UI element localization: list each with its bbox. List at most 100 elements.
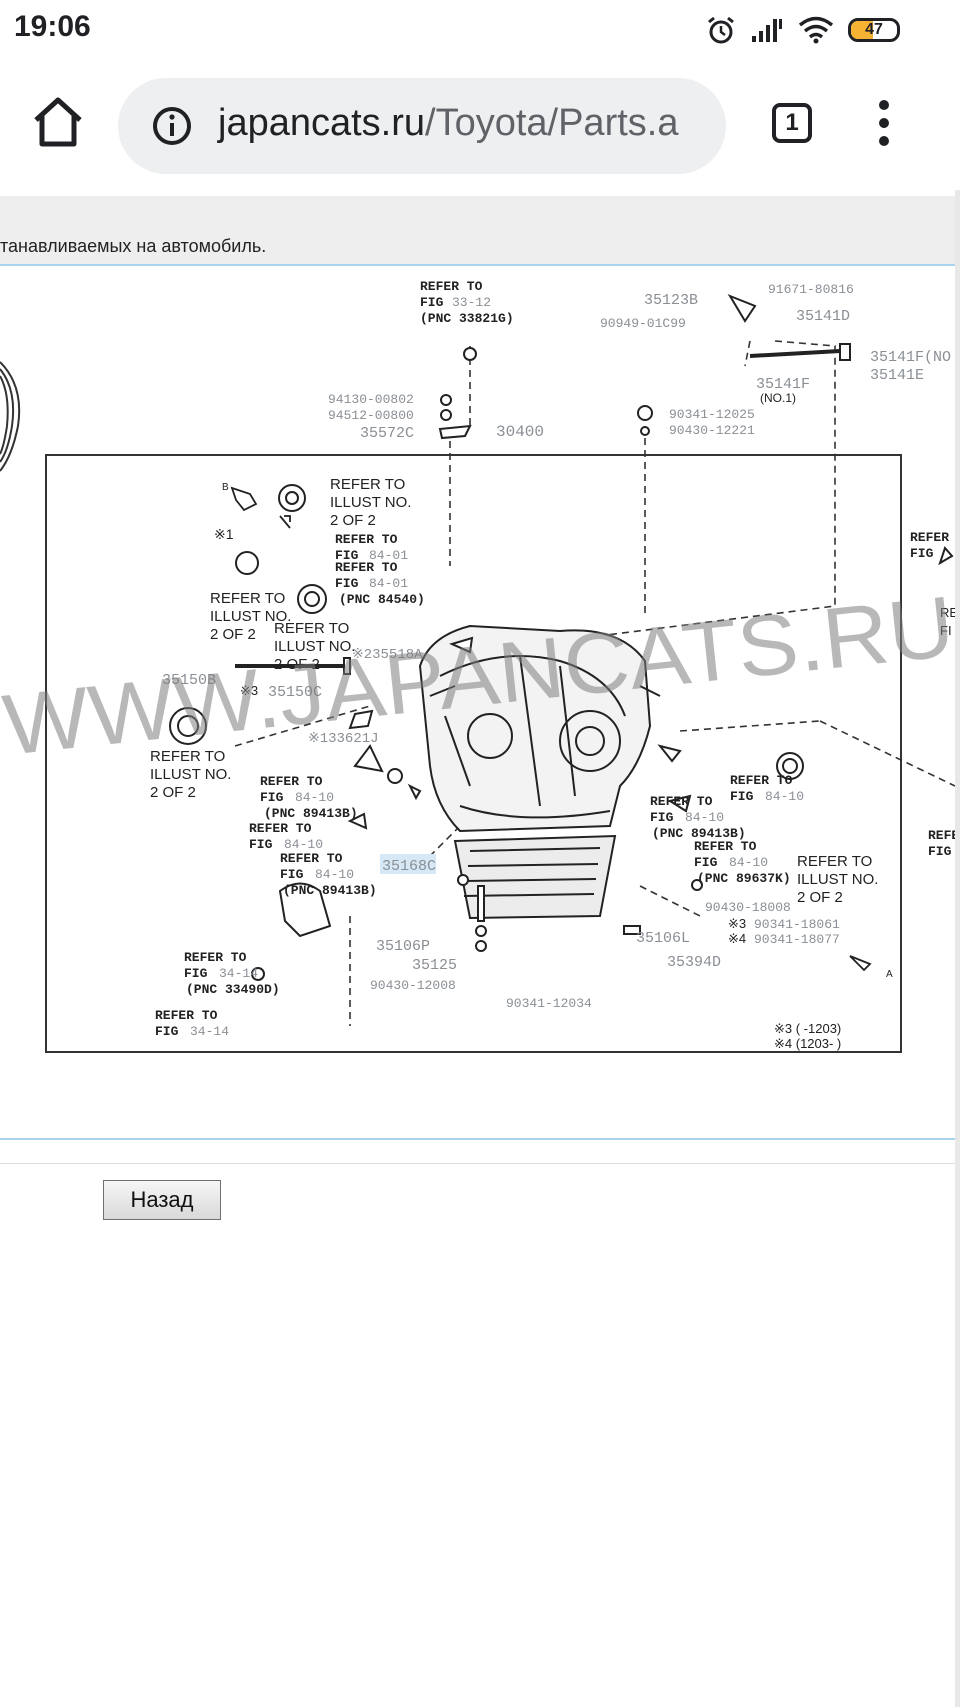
label-refer-partial-2: REFER <box>928 828 955 843</box>
part-91671-80816[interactable]: 91671-80816 <box>768 282 854 297</box>
label-pnc-89637k: (PNC 89637K) <box>697 871 791 886</box>
label-refer-partial-1: REFER <box>910 530 949 545</box>
label-mark3-b: ※3 <box>728 916 746 931</box>
overflow-menu-icon[interactable] <box>874 100 894 146</box>
part-35125[interactable]: 35125 <box>412 957 457 974</box>
part-90341-18077[interactable]: 90341-18077 <box>754 932 840 947</box>
part-35518a[interactable]: ※235518A <box>352 647 423 663</box>
label-8410-a[interactable]: 84-10 <box>295 790 334 805</box>
label-2of2-1: 2 OF 2 <box>330 512 376 529</box>
part-33621j[interactable]: ※133621J <box>308 731 379 747</box>
label-8410-e[interactable]: 84-10 <box>685 810 724 825</box>
label-refer-illust-1: REFER TO <box>330 476 405 493</box>
part-35123b[interactable]: 35123B <box>644 292 698 309</box>
tab-switcher-button[interactable]: 1 <box>772 103 812 143</box>
part-94512-00800[interactable]: 94512-00800 <box>328 408 414 423</box>
part-90430-12221[interactable]: 90430-12221 <box>669 423 755 438</box>
label-refer-illust-4: REFER TO <box>150 748 225 765</box>
content-separator <box>0 1138 955 1140</box>
part-90341-12034[interactable]: 90341-12034 <box>506 996 592 1011</box>
label-fig-8410-c: FIG <box>280 867 304 882</box>
part-35150c[interactable]: 35150C <box>268 684 322 701</box>
part-35168c-highlight <box>380 854 436 874</box>
url-host: japancats.ru <box>218 102 426 144</box>
label-pnc-89413b-a: (PNC 89413B) <box>264 806 358 821</box>
url-path: /Toyota/Parts.a <box>425 102 679 144</box>
page-header: танавливаемых на автомобиль. <box>0 196 955 266</box>
home-icon[interactable] <box>30 94 86 150</box>
part-94130-00802[interactable]: 94130-00802 <box>328 392 414 407</box>
url-text[interactable]: japancats.ru/Toyota/Parts.a <box>218 102 678 145</box>
label-re-partial: RE <box>940 605 955 620</box>
label-illust-no-5: ILLUST NO. <box>797 871 878 888</box>
part-35572c[interactable]: 35572C <box>360 425 414 442</box>
alarm-icon <box>708 16 734 44</box>
label-mark3-a: ※3 <box>240 683 258 698</box>
status-bar: 19:06 47 <box>0 0 960 62</box>
label-8410-b[interactable]: 84-10 <box>284 837 323 852</box>
part-35394d[interactable]: 35394D <box>667 954 721 971</box>
parts-diagram-svg: REFER TO FIG 33-12 (PNC 33821G) 91671-80… <box>0 279 955 1053</box>
label-pnc-33821g: (PNC 33821G) <box>420 311 514 326</box>
label-8410-f[interactable]: 84-10 <box>729 855 768 870</box>
part-90949-01c99[interactable]: 90949-01C99 <box>600 316 686 331</box>
part-35150b[interactable]: 35150B <box>162 672 216 689</box>
label-fig-partial-2: FIG <box>928 844 952 859</box>
part-35141e[interactable]: 35141E <box>870 367 924 384</box>
label-range-3: ※3 ( -1203) <box>774 1021 841 1036</box>
info-icon[interactable] <box>152 106 192 146</box>
label-illust-no-4: ILLUST NO. <box>150 766 231 783</box>
label-3414-b[interactable]: 34-14 <box>190 1024 229 1039</box>
label-refer-8401-a: REFER TO <box>335 532 398 547</box>
label-refer-33: REFER TO <box>420 279 483 294</box>
label-refer-illust-5: REFER TO <box>797 853 872 870</box>
part-90341-18061[interactable]: 90341-18061 <box>754 917 840 932</box>
label-8410-d[interactable]: 84-10 <box>765 789 804 804</box>
part-35141f[interactable]: 35141F <box>756 376 810 393</box>
label-8401-a[interactable]: 84-01 <box>369 548 408 563</box>
address-bar[interactable]: japancats.ru/Toyota/Parts.a <box>118 78 726 174</box>
leader-lines <box>234 340 955 1026</box>
part-30400[interactable]: 30400 <box>496 423 544 441</box>
label-refer-8410-b: REFER TO <box>249 821 312 836</box>
label-arrow-b: B <box>222 482 229 493</box>
label-fig-8401-a: FIG <box>335 548 359 563</box>
transmission-case-drawing <box>418 624 661 920</box>
part-90430-18008[interactable]: 90430-18008 <box>705 900 791 915</box>
label-refer-8401-b: REFER TO <box>335 560 398 575</box>
label-refer-8410-f: REFER TO <box>694 839 757 854</box>
label-no1: (NO.1) <box>760 391 796 405</box>
back-button[interactable]: Назад <box>103 1180 221 1220</box>
label-2of2-2: 2 OF 2 <box>210 626 256 643</box>
small-part-glyphs <box>169 293 954 981</box>
part-35106p[interactable]: 35106P <box>376 938 430 955</box>
label-fig-33-num[interactable]: 33-12 <box>452 295 491 310</box>
label-refer-illust-2: REFER TO <box>210 590 285 607</box>
view-arrows <box>230 486 872 972</box>
part-35141d[interactable]: 35141D <box>796 308 850 325</box>
label-fig-8410-f: FIG <box>694 855 718 870</box>
battery-level-fill <box>851 21 873 39</box>
part-35106l[interactable]: 35106L <box>636 930 690 947</box>
label-fig-8401-b: FIG <box>335 576 359 591</box>
status-icons: 47 <box>706 10 900 50</box>
partial-gear-drawing <box>0 361 21 472</box>
label-2of2-4: 2 OF 2 <box>150 784 196 801</box>
label-fig-8410-e: FIG <box>650 810 674 825</box>
label-range-4: ※4 (1203- ) <box>774 1036 841 1051</box>
label-fi-partial: FI <box>940 623 952 638</box>
label-refer-8410-e: REFER TO <box>650 794 713 809</box>
part-90430-12008[interactable]: 90430-12008 <box>370 978 456 993</box>
content-separator-2 <box>0 1163 955 1164</box>
label-8410-c[interactable]: 84-10 <box>315 867 354 882</box>
label-3414-a[interactable]: 34-14 <box>219 966 258 981</box>
label-8401-b[interactable]: 84-01 <box>369 576 408 591</box>
diagram-frame <box>45 454 902 1053</box>
part-35168c[interactable]: 35168C <box>382 858 436 875</box>
part-35141f-right[interactable]: 35141F(NO <box>870 349 951 366</box>
label-fig-8410-d: FIG <box>730 789 754 804</box>
label-arrow-a: A <box>886 969 893 980</box>
parts-diagram[interactable]: REFER TO FIG 33-12 (PNC 33821G) 91671-80… <box>0 266 955 1136</box>
part-90341-12025[interactable]: 90341-12025 <box>669 407 755 422</box>
label-refer-8410-d: REFER TO <box>730 773 793 788</box>
